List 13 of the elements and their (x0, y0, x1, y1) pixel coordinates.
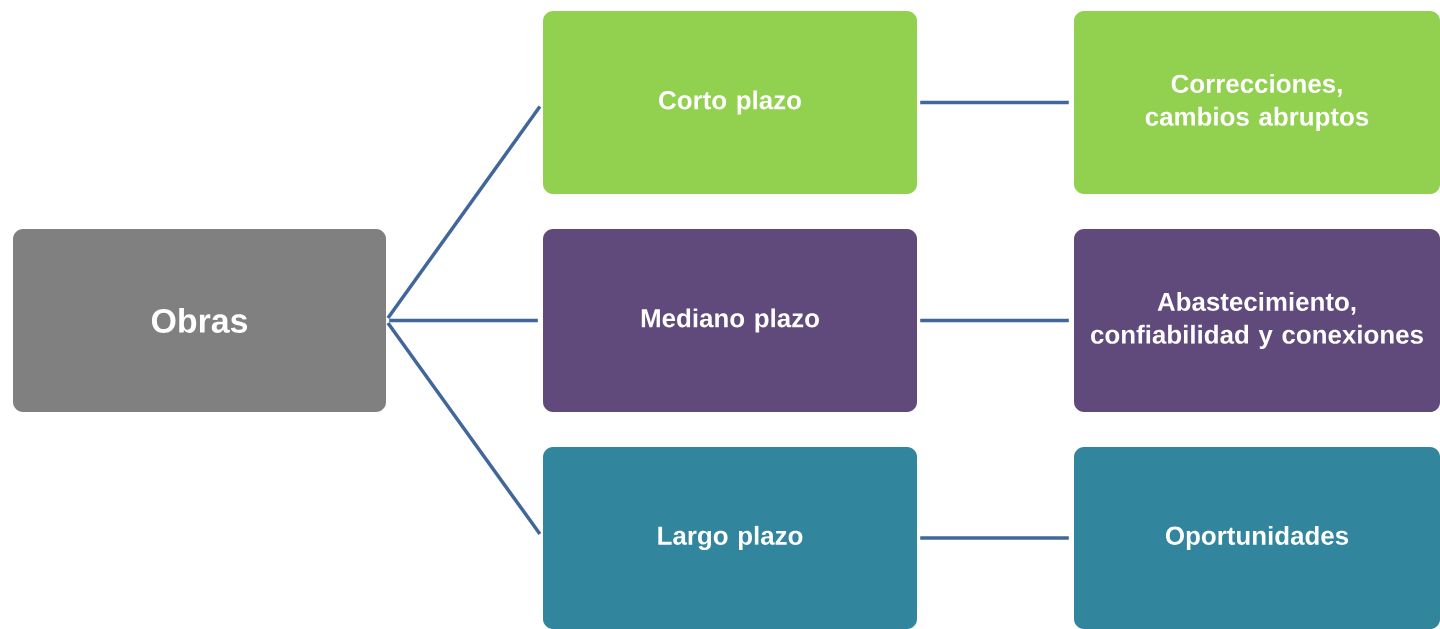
connector-line (920, 318, 1069, 323)
connector-line (920, 536, 1069, 540)
connector-line (386, 321, 542, 535)
process-box: Obras (13, 229, 386, 412)
process-box: Correcciones, cambios abruptos (1074, 11, 1440, 194)
process-box: Corto plazo (543, 11, 917, 194)
process-box: Abastecimiento, confiabilidad y conexiones (1074, 229, 1440, 412)
process-box: Largo plazo (543, 447, 917, 629)
connector-line (920, 100, 1069, 105)
connector-line (389, 318, 538, 323)
connector-line (386, 105, 542, 320)
process-box: Mediano plazo (543, 229, 917, 412)
process-box: Oportunidades (1074, 447, 1440, 629)
